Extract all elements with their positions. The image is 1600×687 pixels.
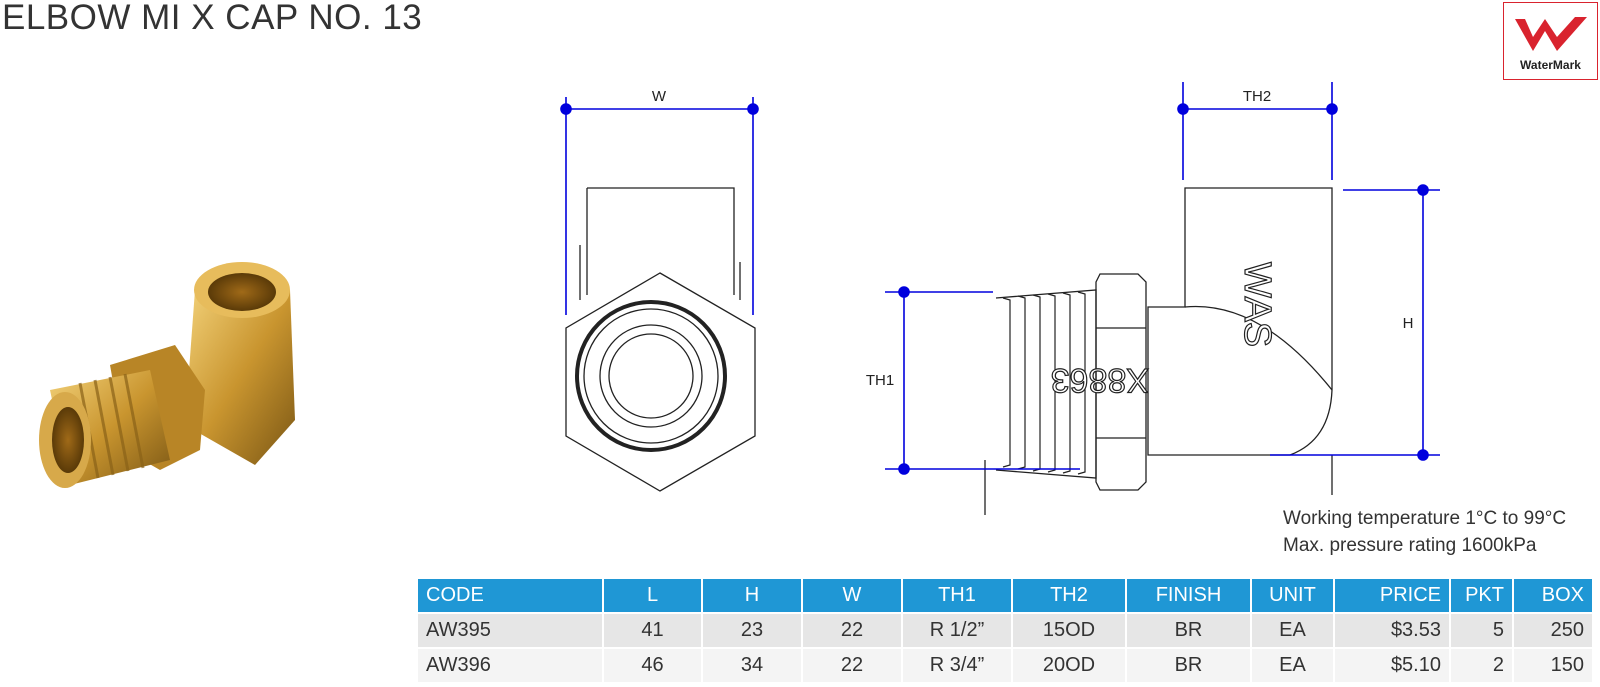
cell-pkt: 5 <box>1451 614 1512 647</box>
table-header-row: CODE L H W TH1 TH2 FINISH UNIT PRICE PKT… <box>418 579 1592 612</box>
table-row: AW396 46 34 22 R 3/4” 20OD BR EA $5.10 2… <box>418 649 1592 682</box>
cell-th2: 15OD <box>1013 614 1125 647</box>
cell-th2: 20OD <box>1013 649 1125 682</box>
cell-box: 250 <box>1514 614 1592 647</box>
table-row: AW395 41 23 22 R 1/2” 15OD BR EA $3.53 5… <box>418 614 1592 647</box>
cell-unit: EA <box>1252 649 1333 682</box>
col-header-h: H <box>703 579 801 612</box>
spec-pressure: Max. pressure rating 1600kPa <box>1283 535 1537 556</box>
cell-l: 46 <box>604 649 701 682</box>
product-table: CODE L H W TH1 TH2 FINISH UNIT PRICE PKT… <box>416 577 1594 684</box>
col-header-pkt: PKT <box>1451 579 1512 612</box>
watermark-w-icon <box>1515 17 1587 51</box>
page-title: ELBOW MI X CAP NO. 13 <box>2 0 423 37</box>
col-header-th2: TH2 <box>1013 579 1125 612</box>
cell-unit: EA <box>1252 614 1333 647</box>
product-photo <box>39 262 295 488</box>
cell-th1: R 1/2” <box>903 614 1011 647</box>
dim-label-w: W <box>652 88 667 105</box>
cell-finish: BR <box>1127 649 1250 682</box>
cell-pkt: 2 <box>1451 649 1512 682</box>
col-header-box: BOX <box>1514 579 1592 612</box>
cell-price: $5.10 <box>1335 649 1449 682</box>
body-mark-code: X8863 <box>1051 361 1149 399</box>
cell-code: AW395 <box>418 614 602 647</box>
dim-label-h: H <box>1403 315 1414 332</box>
col-header-th1: TH1 <box>903 579 1011 612</box>
cell-finish: BR <box>1127 614 1250 647</box>
col-header-l: L <box>604 579 701 612</box>
body-mark-brand: WAS <box>1236 262 1278 347</box>
cell-code: AW396 <box>418 649 602 682</box>
col-header-unit: UNIT <box>1252 579 1333 612</box>
spec-temperature: Working temperature 1°C to 99°C <box>1283 508 1567 529</box>
cell-box: 150 <box>1514 649 1592 682</box>
cell-w: 22 <box>803 614 901 647</box>
logo-text: WaterMark <box>1520 58 1581 72</box>
cell-w: 22 <box>803 649 901 682</box>
col-header-price: PRICE <box>1335 579 1449 612</box>
cell-price: $3.53 <box>1335 614 1449 647</box>
watermark-logo: WaterMark <box>1503 2 1598 80</box>
cell-l: 41 <box>604 614 701 647</box>
col-header-w: W <box>803 579 901 612</box>
col-header-finish: FINISH <box>1127 579 1250 612</box>
cell-th1: R 3/4” <box>903 649 1011 682</box>
cell-h: 34 <box>703 649 801 682</box>
cell-h: 23 <box>703 614 801 647</box>
dim-label-th1: TH1 <box>866 372 894 389</box>
dim-label-th2: TH2 <box>1243 88 1271 105</box>
col-header-code: CODE <box>418 579 602 612</box>
